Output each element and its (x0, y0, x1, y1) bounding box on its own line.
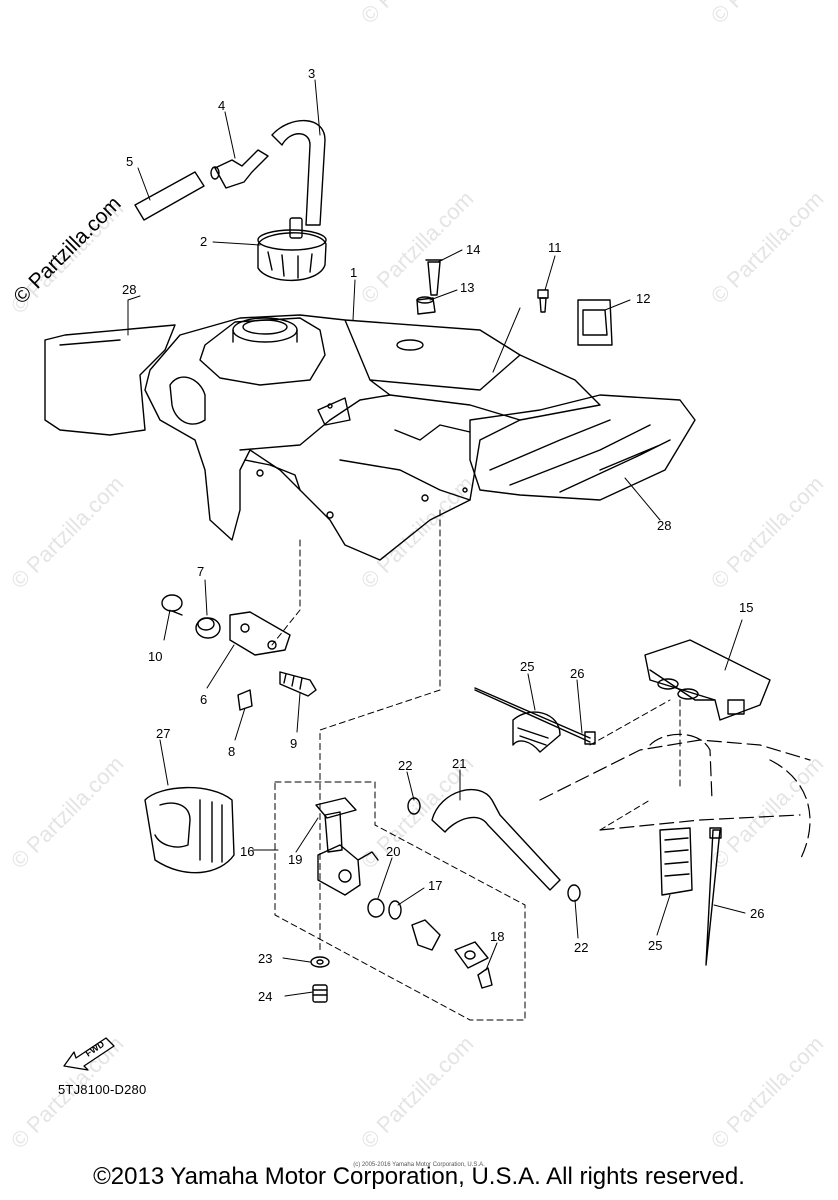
guard-part (144, 786, 235, 874)
breather-valve-part (210, 149, 269, 189)
copyright-notice: ©2013 Yamaha Motor Corporation, U.S.A. A… (93, 1163, 745, 1190)
callout-26a: 26 (570, 666, 584, 681)
bolt-part-10 (161, 594, 183, 616)
callout-8: 8 (228, 744, 235, 759)
callout-15: 15 (739, 600, 753, 615)
callout-22b: 22 (574, 940, 588, 955)
watermark: © Partzilla.com (706, 471, 829, 594)
watermark: © Partzilla.com (356, 1031, 479, 1154)
callout-18: 18 (490, 929, 504, 944)
callout-11: 11 (548, 240, 562, 255)
callout-20: 20 (386, 844, 400, 859)
bolt-part-11 (537, 289, 549, 313)
callout-16: 16 (240, 844, 254, 859)
watermark: © Partzilla.com (706, 0, 829, 29)
plate-part-18 (454, 941, 489, 969)
leader-lines (127, 79, 746, 997)
callout-23: 23 (258, 951, 272, 966)
callout-22a: 22 (398, 758, 412, 773)
callout-21: 21 (452, 756, 466, 771)
callout-28a: 28 (122, 282, 136, 297)
cable-tie-part-26a (474, 687, 596, 745)
damper-part (416, 296, 436, 315)
bracket-part-15 (644, 639, 771, 721)
callout-6: 6 (200, 692, 207, 707)
breather-hose-part (271, 119, 326, 226)
bracket-part (229, 611, 291, 656)
watermark: © Partzilla.com (6, 471, 129, 594)
forward-arrow-icon: FWD (63, 1037, 115, 1071)
side-cover-part (44, 324, 696, 501)
callout-1: 1 (350, 265, 357, 280)
fuel-hose-part (431, 789, 561, 891)
watermark-featured: © Partzilla.com (9, 192, 125, 308)
plate-part-19 (315, 797, 357, 819)
callout-17: 17 (428, 878, 442, 893)
bolt-part-9 (279, 671, 317, 697)
small-copyright: (c) 2005-2016 Yamaha Motor Corporation, … (353, 1162, 485, 1168)
callout-14: 14 (466, 242, 480, 257)
lever-part (411, 919, 441, 951)
watermark-group: © Partzilla.com © Partzilla.com © Partzi… (6, 0, 829, 1154)
frame-outline (539, 733, 811, 861)
washer-part-23 (310, 956, 330, 968)
callout-26b: 26 (750, 906, 764, 921)
fuel-cap-part (257, 217, 327, 282)
bolt-part-8 (237, 689, 253, 711)
band-part (577, 299, 613, 346)
callout-4: 4 (218, 98, 225, 113)
callout-10: 10 (148, 649, 162, 664)
watermark: © Partzilla.com (706, 186, 829, 309)
assembly-lines (271, 509, 681, 1021)
watermark: © Partzilla.com (356, 0, 479, 29)
callout-24: 24 (258, 989, 272, 1004)
drain-bolt-part-24 (312, 984, 328, 1003)
watermark: © Partzilla.com (356, 471, 479, 594)
callout-9: 9 (290, 736, 297, 751)
callout-12: 12 (636, 291, 650, 306)
o-ring-part-20 (367, 898, 385, 918)
cable-tie-part-26b (705, 827, 722, 966)
watermark: © Partzilla.com (706, 1031, 829, 1154)
gasket-part-17 (388, 900, 402, 920)
callout-19: 19 (288, 852, 302, 867)
damper-part-7 (195, 617, 221, 639)
hose-part (134, 171, 205, 221)
diagram-code: 5TJ8100-D280 (58, 1082, 147, 1097)
fuel-cock-part (317, 811, 379, 896)
callout-28b: 28 (657, 518, 671, 533)
callout-2: 2 (200, 234, 207, 249)
callout-27: 27 (156, 726, 170, 741)
callout-25b: 25 (648, 938, 662, 953)
callout-13: 13 (460, 280, 474, 295)
cover-part-25b (659, 827, 693, 896)
callout-5: 5 (126, 154, 133, 169)
screw-part (425, 259, 443, 296)
watermark: © Partzilla.com (6, 751, 129, 874)
screw-part-18 (477, 967, 493, 989)
callout-labels: 3 4 5 2 1 28 14 13 11 12 28 15 7 10 6 8 … (122, 66, 764, 1004)
callout-7: 7 (197, 564, 204, 579)
callout-3: 3 (308, 66, 315, 81)
callout-25a: 25 (520, 659, 534, 674)
fuel-tank-part (144, 314, 601, 561)
